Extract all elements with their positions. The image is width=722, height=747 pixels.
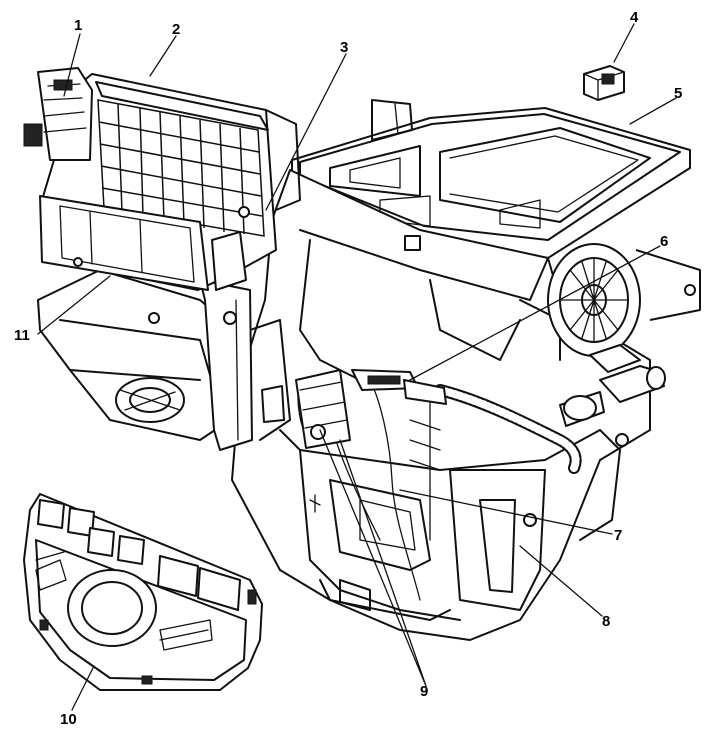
heater-pipes	[559, 344, 666, 427]
blower-fan-wheel	[547, 243, 701, 357]
callout-2: 2	[172, 21, 180, 38]
callout-1: 1	[74, 17, 82, 34]
blower-case	[37, 269, 253, 451]
callout-10: 10	[60, 711, 77, 728]
evaporator-housing	[23, 67, 301, 325]
callout-5: 5	[674, 85, 682, 102]
climate-control-panel	[23, 493, 263, 691]
callout-6: 6	[660, 233, 668, 250]
leader-lines	[37, 23, 677, 711]
callout-4: 4	[630, 9, 639, 26]
callout-9: 9	[420, 683, 428, 700]
callout-11: 11	[14, 327, 30, 344]
actuator-connector	[351, 369, 447, 405]
callout-labels: 1 2 3 4 5 6 7 8 9 10 11	[14, 9, 682, 728]
hvac-housing	[231, 99, 651, 641]
sensor-connectors	[261, 369, 351, 449]
callout-3: 3	[340, 39, 348, 56]
callout-7: 7	[614, 527, 622, 544]
wiring-harness	[297, 379, 582, 601]
clip-part	[583, 65, 625, 101]
callout-8: 8	[602, 613, 610, 630]
